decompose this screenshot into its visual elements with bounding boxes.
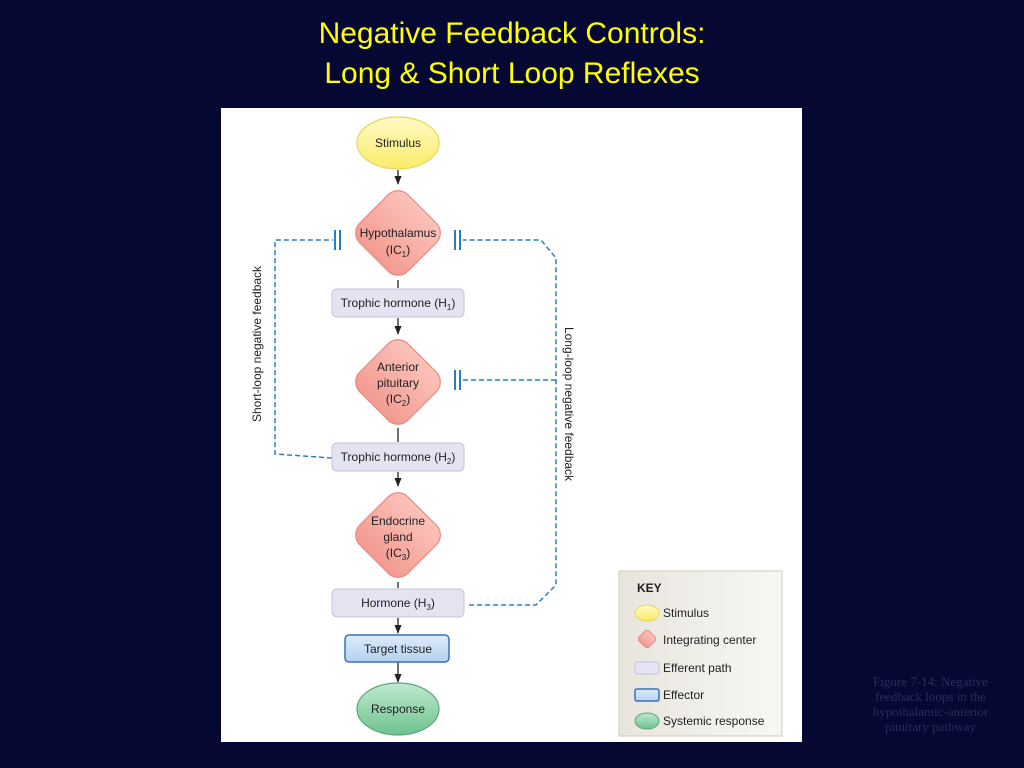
caption-line-2: feedback loops in the bbox=[875, 689, 986, 704]
key-response-swatch bbox=[634, 712, 660, 730]
target-tissue-box bbox=[344, 634, 450, 663]
long-loop-label: Long-loop negative feedback bbox=[562, 327, 576, 482]
hypothalamus-diamond bbox=[355, 190, 441, 276]
anterior-pituitary-line1: Anterior bbox=[377, 360, 419, 374]
trophic-hormone-2-node: Trophic hormone (H2) bbox=[331, 442, 465, 472]
short-loop-label: Short-loop negative feedback bbox=[250, 265, 264, 422]
key-item-systemic: Systemic response bbox=[663, 714, 765, 728]
endocrine-gland-diamond bbox=[355, 492, 441, 578]
hypothalamus-node: Hypothalamus (IC1) bbox=[355, 190, 441, 276]
caption-line-1: Figure 7-14: Negative bbox=[873, 674, 988, 689]
caption-line-4: pituitary pathway bbox=[884, 719, 977, 734]
hypothalamus-name: Hypothalamus bbox=[360, 226, 437, 240]
feedback-diagram-svg: Short-loop negative feedback Long-loop n… bbox=[250, 116, 783, 737]
figure-caption: Figure 7-14: Negative feedback loops in … bbox=[843, 674, 1018, 734]
trophic-hormone-1-box bbox=[331, 288, 465, 318]
key-panel bbox=[618, 570, 783, 737]
response-node: Response bbox=[356, 682, 440, 736]
anterior-pituitary-node: Anterior pituitary (IC2) bbox=[355, 339, 441, 425]
target-tissue-node: Target tissue bbox=[344, 634, 450, 663]
trophic-hormone-1-node: Trophic hormone (H1) bbox=[331, 288, 465, 318]
response-label: Response bbox=[371, 702, 425, 716]
slide-title: Negative Feedback Controls: Long & Short… bbox=[0, 14, 1024, 94]
trophic-hormone-1-label: Trophic hormone (H1) bbox=[341, 296, 456, 312]
hormone-3-box bbox=[331, 588, 465, 618]
long-loop-line bbox=[463, 239, 557, 606]
title-line-2: Long & Short Loop Reflexes bbox=[324, 57, 700, 90]
anterior-pituitary-diamond bbox=[355, 339, 441, 425]
key-title: KEY bbox=[637, 581, 662, 595]
endocrine-gland-node: Endocrine gland (IC3) bbox=[355, 492, 441, 578]
title-line-1: Negative Feedback Controls: bbox=[318, 17, 706, 50]
trophic-hormone-2-box bbox=[331, 442, 465, 472]
endocrine-gland-line1: Endocrine bbox=[371, 514, 425, 528]
long-loop-feedback: Long-loop negative feedback bbox=[454, 230, 576, 606]
endocrine-gland-line2: gland bbox=[383, 530, 412, 544]
stimulus-label: Stimulus bbox=[375, 136, 421, 150]
anterior-pituitary-code: (IC2) bbox=[386, 392, 410, 408]
key-effector-swatch bbox=[634, 688, 660, 702]
short-loop-feedback: Short-loop negative feedback bbox=[250, 230, 341, 459]
trophic-hormone-2-label: Trophic hormone (H2) bbox=[341, 450, 456, 466]
response-oval bbox=[356, 682, 440, 736]
key-integrating-swatch bbox=[637, 629, 657, 649]
key-efferent-swatch bbox=[634, 661, 660, 675]
stimulus-oval bbox=[356, 116, 440, 170]
key-stimulus-swatch bbox=[634, 604, 660, 622]
endocrine-gland-code: (IC3) bbox=[386, 546, 410, 562]
feedback-diagram-figure: Short-loop negative feedback Long-loop n… bbox=[221, 108, 802, 742]
hormone-3-node: Hormone (H3) bbox=[331, 588, 465, 618]
key-item-efferent: Efferent path bbox=[663, 661, 732, 675]
short-loop-line bbox=[274, 239, 333, 459]
key-legend: KEY Stimulus Integrating center Efferent… bbox=[618, 570, 783, 737]
key-item-integrating: Integrating center bbox=[663, 633, 756, 647]
target-tissue-label: Target tissue bbox=[364, 642, 432, 656]
anterior-pituitary-line2: pituitary bbox=[377, 376, 419, 390]
key-item-stimulus: Stimulus bbox=[663, 606, 709, 620]
key-item-effector: Effector bbox=[663, 688, 704, 702]
caption-line-3: hypothalamic-anterior bbox=[872, 704, 989, 719]
hormone-3-label: Hormone (H3) bbox=[361, 596, 435, 612]
stimulus-node: Stimulus bbox=[356, 116, 440, 170]
hypothalamus-code: (IC1) bbox=[386, 243, 410, 259]
